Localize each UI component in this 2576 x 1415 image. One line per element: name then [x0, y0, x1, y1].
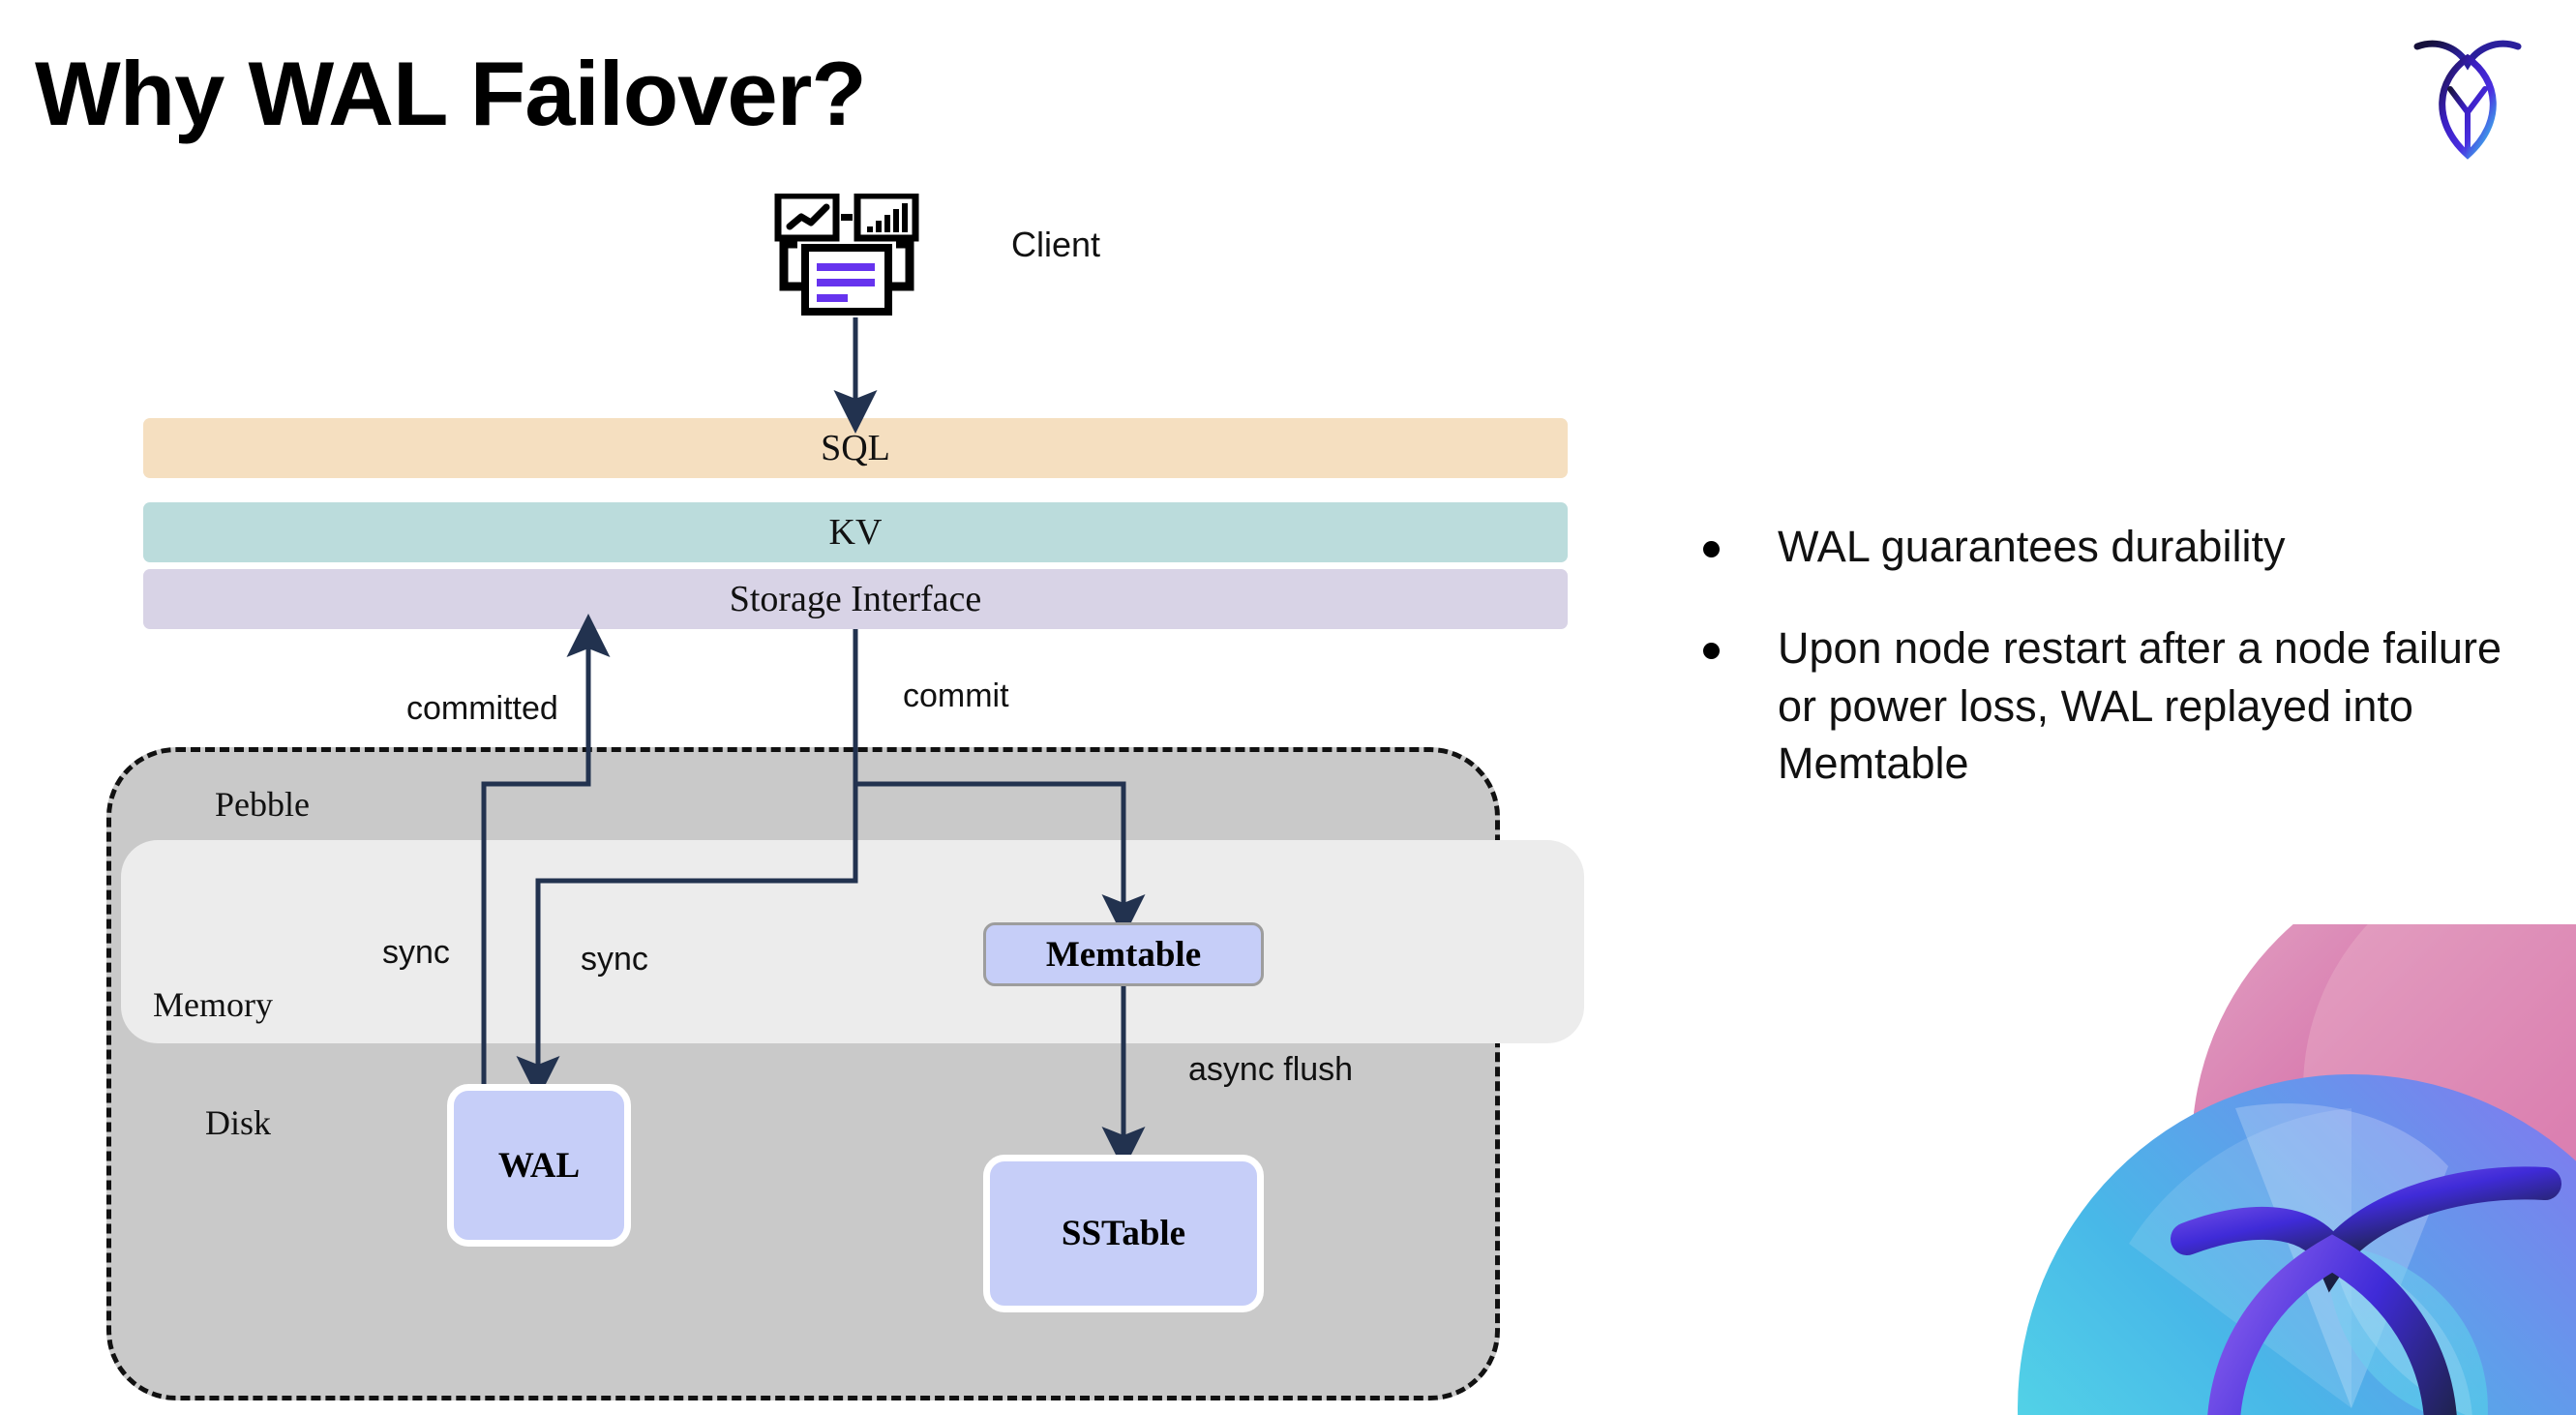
bullet-dot-icon	[1703, 541, 1720, 557]
connector-arrows	[481, 317, 1146, 1171]
layer-label-kv: KV	[828, 512, 883, 553]
bullet-text: Upon node restart after a node failure o…	[1778, 623, 2501, 789]
node-label-memtable: Memtable	[1045, 934, 1202, 975]
node-memtable: Memtable	[983, 922, 1264, 986]
edge-label-commit: commit	[903, 677, 1009, 714]
layer-label-sql: SQL	[821, 428, 890, 468]
pebble-label: Pebble	[215, 785, 310, 824]
list-item: WAL guarantees durability	[1703, 518, 2516, 575]
layer-bar-storage: Storage Interface	[143, 569, 1568, 629]
client-label: Client	[1011, 225, 1101, 264]
bullet-dot-icon	[1703, 643, 1720, 660]
edge-label-committed: committed	[406, 690, 558, 727]
bullet-text: WAL guarantees durability	[1778, 522, 2286, 571]
node-wal: WAL	[447, 1084, 631, 1247]
layer-label-storage: Storage Interface	[729, 579, 982, 619]
cockroachdb-logo-icon	[2413, 40, 2522, 160]
layer-bar-kv: KV	[143, 502, 1568, 562]
client-monitor-icon	[774, 194, 919, 316]
memory-label: Memory	[153, 985, 273, 1024]
cockroachdb-gradient-art	[2018, 924, 2576, 1415]
architecture-diagram: Client SQL KV Storage Interface Pebble M…	[106, 194, 1584, 1400]
edge-label-sync-wal-right: sync	[581, 941, 648, 978]
node-label-sstable: SSTable	[1061, 1214, 1186, 1253]
bullet-list: WAL guarantees durability Upon node rest…	[1703, 518, 2516, 837]
list-item: Upon node restart after a node failure o…	[1703, 619, 2516, 792]
edge-label-async-flush: async flush	[1188, 1051, 1354, 1088]
edge-label-sync-wal-left: sync	[382, 934, 450, 971]
memory-region	[121, 840, 1584, 1043]
node-sstable: SSTable	[983, 1155, 1264, 1312]
disk-label: Disk	[205, 1103, 272, 1142]
page-title: Why WAL Failover?	[35, 43, 867, 144]
node-label-wal: WAL	[497, 1145, 581, 1186]
